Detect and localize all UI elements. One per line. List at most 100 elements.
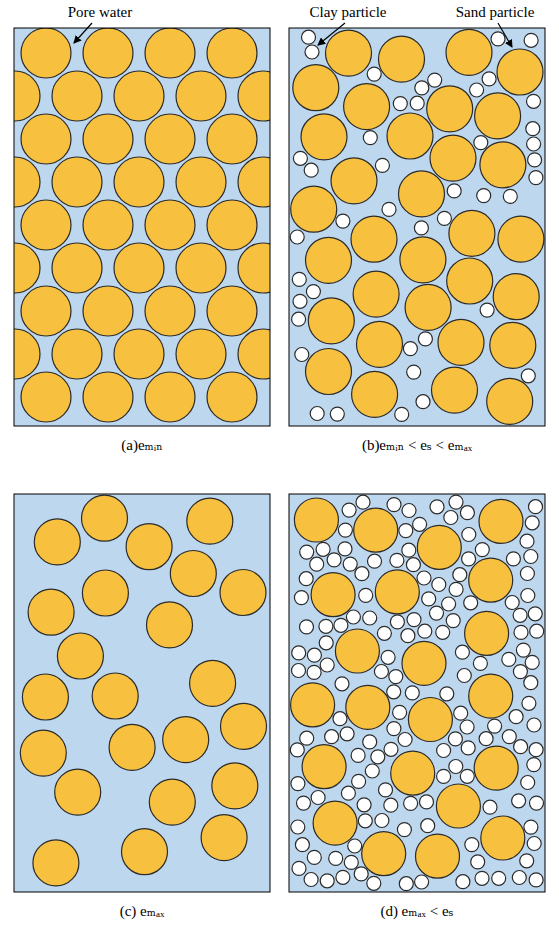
clay-particle bbox=[294, 591, 308, 605]
clay-particle bbox=[456, 875, 470, 889]
clay-particle bbox=[506, 552, 520, 566]
clay-particle bbox=[293, 294, 307, 308]
sand-particle bbox=[83, 372, 133, 422]
clay-particle bbox=[505, 596, 519, 610]
clay-particle bbox=[307, 648, 321, 662]
sand-particle bbox=[417, 525, 461, 569]
clay-particle bbox=[381, 650, 395, 664]
clay-particle bbox=[415, 81, 429, 95]
sand-particle bbox=[176, 329, 226, 379]
clay-particle bbox=[393, 97, 407, 111]
sand-particle bbox=[82, 570, 128, 616]
sand-particle bbox=[352, 371, 398, 417]
clay-particle bbox=[295, 838, 309, 852]
sand-particle bbox=[21, 28, 71, 78]
clay-particle bbox=[477, 189, 491, 203]
sand-particle bbox=[114, 71, 164, 121]
clay-particle bbox=[410, 96, 424, 110]
clay-particle bbox=[319, 636, 333, 650]
sand-particle bbox=[114, 157, 164, 207]
panel-caption: (d) eₘₐₓ < eₛ bbox=[380, 902, 453, 920]
clay-particle bbox=[413, 517, 427, 531]
sand-particle bbox=[481, 816, 525, 860]
clay-particle bbox=[299, 572, 313, 586]
clay-particle bbox=[521, 776, 535, 790]
clay-particle bbox=[530, 624, 544, 638]
clay-particle bbox=[406, 558, 420, 572]
clay-particle bbox=[327, 553, 341, 567]
clay-particle bbox=[492, 871, 506, 885]
sand-particle bbox=[469, 674, 513, 718]
clay-particle bbox=[470, 83, 484, 97]
sand-particle bbox=[399, 171, 445, 217]
sand-particle bbox=[238, 243, 270, 293]
sand-particle bbox=[313, 801, 357, 845]
clay-particle bbox=[334, 618, 348, 632]
clay-particle bbox=[437, 744, 451, 758]
clay-particle bbox=[393, 705, 407, 719]
clay-particle bbox=[335, 677, 349, 691]
sand-particle bbox=[436, 784, 480, 828]
clay-particle bbox=[416, 395, 430, 409]
clay-particle bbox=[300, 731, 314, 745]
pore-water-panel bbox=[289, 494, 545, 892]
sand-particle bbox=[21, 200, 71, 250]
clay-particle bbox=[516, 643, 530, 657]
clay-particle bbox=[316, 542, 330, 556]
sand-particle bbox=[416, 834, 460, 878]
clay-particle bbox=[418, 624, 432, 638]
sand-particle bbox=[28, 589, 74, 635]
clay-particle bbox=[403, 342, 417, 356]
clay-particle bbox=[387, 685, 401, 699]
sand-particle bbox=[190, 660, 236, 706]
clay-particle bbox=[304, 163, 318, 177]
sand-particle bbox=[408, 698, 452, 742]
sand-particle bbox=[109, 724, 155, 770]
clay-particle bbox=[529, 743, 543, 757]
clay-particle bbox=[448, 732, 462, 746]
clay-particle bbox=[514, 625, 528, 639]
clay-particle bbox=[461, 741, 475, 755]
sand-particle bbox=[21, 286, 71, 336]
sand-particle bbox=[375, 570, 419, 614]
clay-particle bbox=[473, 656, 487, 670]
sand-particle bbox=[446, 29, 492, 75]
clay-particle bbox=[290, 743, 304, 757]
sand-particle bbox=[83, 28, 133, 78]
sand-particle bbox=[149, 779, 195, 825]
clay-particle bbox=[377, 626, 391, 640]
clay-particle bbox=[475, 543, 489, 557]
sand-particle bbox=[14, 243, 40, 293]
sand-particle bbox=[306, 349, 352, 395]
clay-particle bbox=[488, 719, 502, 733]
pore-water-panel bbox=[14, 28, 270, 426]
clay-particle bbox=[291, 820, 305, 834]
clay-particle bbox=[528, 607, 542, 621]
panel-border bbox=[289, 494, 545, 892]
clay-particle bbox=[390, 553, 404, 567]
sand-particle bbox=[354, 508, 398, 552]
sand-particle bbox=[176, 243, 226, 293]
sand-particle bbox=[147, 602, 193, 648]
sand-particle bbox=[294, 498, 338, 542]
clay-particle bbox=[437, 769, 451, 783]
clay-particle bbox=[437, 211, 451, 225]
sand-particle bbox=[331, 158, 377, 204]
clay-particle bbox=[293, 151, 307, 165]
clay-particle bbox=[307, 665, 321, 679]
sand-particle bbox=[20, 730, 66, 776]
sand-particle bbox=[82, 495, 128, 541]
sand-particle bbox=[176, 71, 226, 121]
clay-particle bbox=[300, 545, 314, 559]
clay-particle bbox=[300, 620, 314, 634]
clay-particle bbox=[449, 495, 463, 509]
clay-particle bbox=[436, 625, 450, 639]
sand-particle bbox=[498, 216, 544, 262]
sand-particle bbox=[145, 200, 195, 250]
clay-particle bbox=[348, 839, 362, 853]
sand-particle bbox=[14, 329, 40, 379]
clay-particle bbox=[368, 554, 382, 568]
clay-particle bbox=[344, 855, 358, 869]
sand-particle bbox=[353, 271, 399, 317]
clay-particle bbox=[524, 33, 538, 47]
